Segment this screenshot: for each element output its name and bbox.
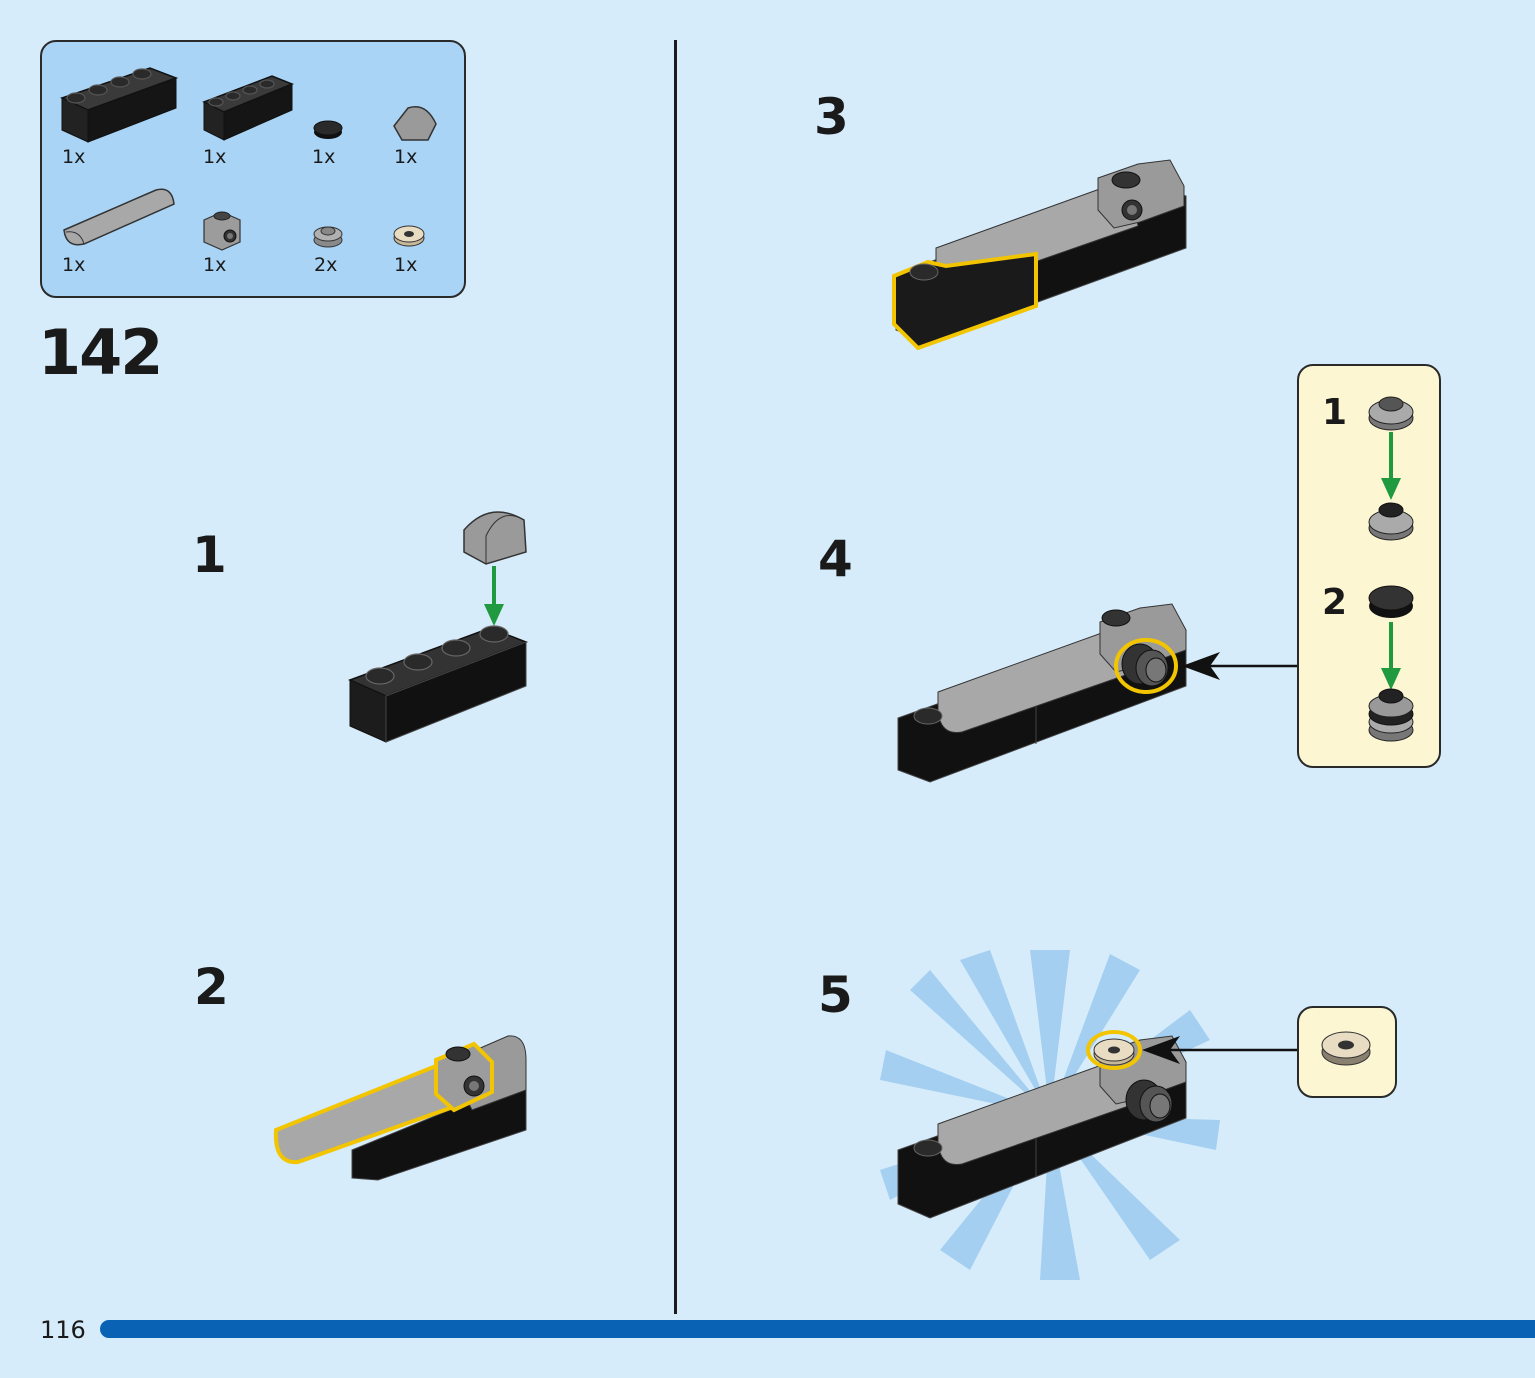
curved-tile-long-grey-icon xyxy=(63,188,175,246)
round-tile-hole-tan-icon xyxy=(1321,1031,1371,1066)
round-tile-black-icon xyxy=(1368,585,1414,618)
green-arrow xyxy=(1381,432,1401,500)
part-qty: 1x xyxy=(394,254,418,276)
step-number: 4 xyxy=(818,530,853,588)
step-2-illustration xyxy=(273,1035,527,1181)
step-number: 1 xyxy=(192,526,227,584)
step-number: 2 xyxy=(194,958,229,1016)
step-number: 3 xyxy=(814,88,849,146)
progress-bar xyxy=(100,1320,1535,1338)
part-qty: 1x xyxy=(312,146,336,168)
step-3-illustration xyxy=(892,159,1187,351)
part-qty: 1x xyxy=(394,146,418,168)
page-title: 142 xyxy=(38,316,163,389)
brick-1x4-black-icon xyxy=(202,75,294,141)
stacked-plates-icon xyxy=(1368,688,1414,742)
substep-number: 1 xyxy=(1322,392,1348,433)
column-divider xyxy=(674,40,677,1314)
page-number: 116 xyxy=(40,1316,86,1344)
part-qty: 1x xyxy=(203,254,227,276)
step-5-illustration xyxy=(897,1030,1187,1219)
part-qty: 1x xyxy=(62,146,86,168)
step-1-illustration xyxy=(348,511,529,743)
round-tile-hole-tan-icon xyxy=(393,225,425,247)
assembly-arrow xyxy=(1182,652,1300,680)
round-tile-black-icon xyxy=(313,120,343,139)
round-plate-grey-icon xyxy=(1368,502,1414,541)
step-4-illustration xyxy=(897,603,1187,783)
subassembly-callout xyxy=(1297,364,1441,768)
assembly-arrow xyxy=(1142,1036,1300,1064)
round-plate-grey-icon xyxy=(313,226,343,248)
substep-number: 2 xyxy=(1322,582,1348,623)
round-plate-grey-icon xyxy=(1368,396,1414,431)
part-qty: 1x xyxy=(203,146,227,168)
step-number: 5 xyxy=(818,966,853,1024)
curved-slope-grey-icon xyxy=(393,106,437,141)
green-arrow xyxy=(1381,622,1401,690)
part-qty: 2x xyxy=(314,254,338,276)
brick-1x4-black-icon xyxy=(59,67,179,143)
brick-1x1-stud-side-grey-icon xyxy=(203,211,241,251)
part-qty: 1x xyxy=(62,254,86,276)
